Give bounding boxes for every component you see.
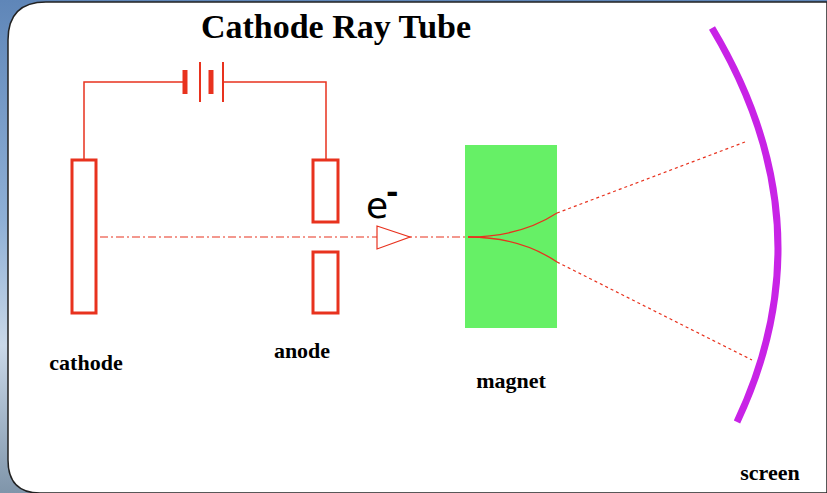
part-label: anode bbox=[274, 340, 330, 362]
part-label: magnet bbox=[476, 370, 546, 392]
anode-plate bbox=[313, 160, 338, 222]
particle-symbol: e bbox=[366, 188, 388, 224]
battery-circuit bbox=[84, 62, 326, 160]
screen-arc bbox=[712, 28, 778, 422]
electron-arrow bbox=[377, 226, 410, 249]
part-label: cathode bbox=[49, 352, 122, 374]
panel bbox=[8, 2, 827, 493]
magnet-block bbox=[465, 145, 557, 328]
deflected-beams bbox=[468, 213, 557, 262]
beam-line bbox=[100, 236, 468, 237]
beam-paths bbox=[557, 142, 752, 360]
cathode-plate bbox=[72, 160, 96, 313]
anode-plate bbox=[313, 252, 338, 313]
part-label: screen bbox=[740, 462, 799, 484]
diagram-title: Cathode Ray Tube bbox=[201, 10, 471, 44]
charge-sign: - bbox=[386, 178, 398, 208]
